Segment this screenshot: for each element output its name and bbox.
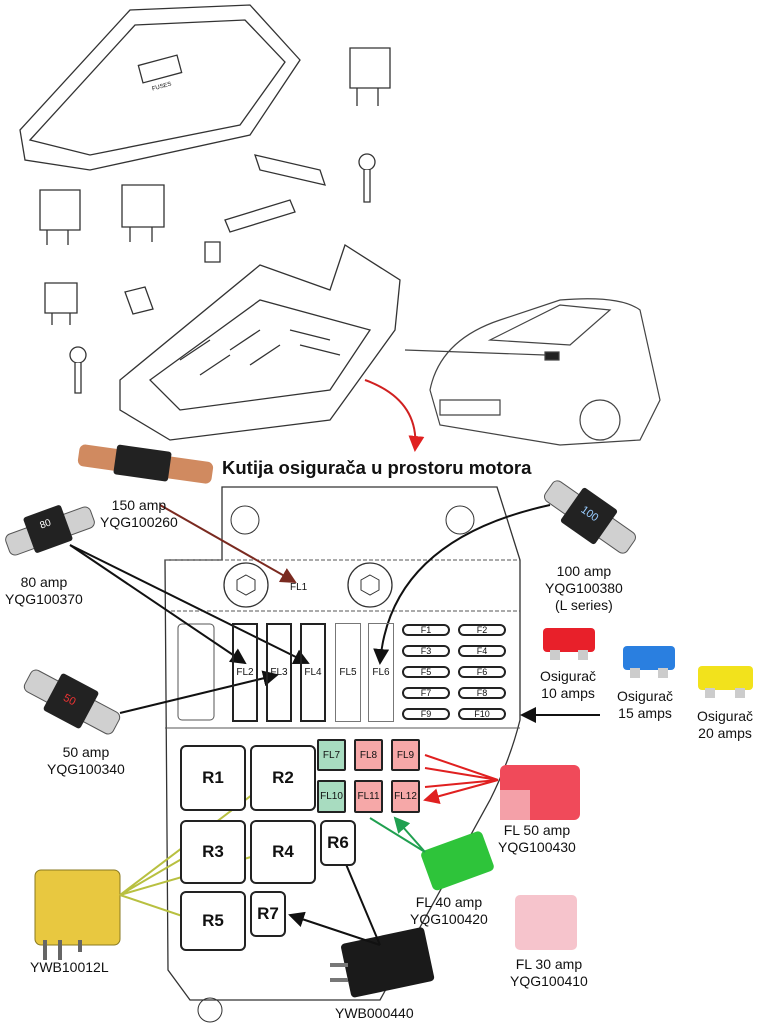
yellow-relay-image xyxy=(34,869,121,960)
fuse-80-rating: 80 amp xyxy=(20,574,68,590)
fuse-box-outline xyxy=(164,486,521,1001)
relay-r5: R5 xyxy=(180,891,246,951)
fuse-100-part-number: YQG100380 xyxy=(545,580,623,596)
mini-fuse-f10: F10 xyxy=(458,708,506,720)
blade-10-rating: 10 amps xyxy=(541,685,595,701)
cartridge-fl9: FL9 xyxy=(391,739,420,771)
fl40-rating: FL 40 amp xyxy=(415,894,483,910)
fuse-100-series: (L series) xyxy=(555,597,613,613)
blade-fuse-20-image xyxy=(698,666,753,698)
cartridge-fl7: FL7 xyxy=(317,739,346,771)
blade-15-rating: 15 amps xyxy=(618,705,672,721)
fl50-part-number: YQG100430 xyxy=(498,839,576,855)
relay-r6: R6 xyxy=(320,820,356,866)
mini-fuse-f2: F2 xyxy=(458,624,506,636)
cartridge-fl11: FL11 xyxy=(354,780,383,813)
fuse-80-part-number: YQG100370 xyxy=(5,591,83,607)
maxi-fuse-fl3: FL3 xyxy=(266,623,292,722)
blade-fuse-10-image xyxy=(543,628,595,660)
cartridge-fl10: FL10 xyxy=(317,780,346,813)
fl30-cartridge-image xyxy=(515,895,577,950)
fuse-80-image xyxy=(5,505,95,556)
fuse-150-rating: 150 amp xyxy=(111,497,167,513)
fuse-50-image xyxy=(23,669,121,735)
relay-r4: R4 xyxy=(250,820,316,884)
mini-fuse-f5: F5 xyxy=(402,666,450,678)
maxi-fuse-fl6: FL6 xyxy=(368,623,394,722)
maxi-fuse-fl2: FL2 xyxy=(232,623,258,722)
relay-r2: R2 xyxy=(250,745,316,811)
mini-fuse-f6: F6 xyxy=(458,666,506,678)
maxi-fuse-fl4: FL4 xyxy=(300,623,326,722)
car-drawing xyxy=(404,298,661,446)
cartridge-fl8: FL8 xyxy=(354,739,383,771)
mini-fuse-f9: F9 xyxy=(402,708,450,720)
blade-20-rating: 20 amps xyxy=(698,725,752,741)
black-relay-caption: YWB000440 xyxy=(335,1005,414,1021)
yellow-relay-caption: YWB10012L xyxy=(30,959,109,975)
blade-fuse-15-image xyxy=(623,646,675,678)
mini-fuse-f3: F3 xyxy=(402,645,450,657)
maxi-fuse-fl5: FL5 xyxy=(335,623,361,722)
mini-fuse-f4: F4 xyxy=(458,645,506,657)
mini-fuse-f1: F1 xyxy=(402,624,450,636)
relay-r1: R1 xyxy=(180,745,246,811)
mini-fuse-f7: F7 xyxy=(402,687,450,699)
fl50-cartridge-image xyxy=(500,765,580,820)
fl40-cartridge-image xyxy=(421,831,494,891)
blade-20-name: Osigurač xyxy=(697,708,754,724)
blade-10-name: Osigurač xyxy=(540,668,597,684)
relay-r7: R7 xyxy=(250,891,286,937)
fl40-part-number: YQG100420 xyxy=(410,911,488,927)
cartridge-fl12: FL12 xyxy=(391,780,420,813)
diagram-title: Kutija osigurača u prostoru motora xyxy=(222,457,532,478)
fl50-rating: FL 50 amp xyxy=(503,822,571,838)
fuse-50-rating: 50 amp xyxy=(62,744,110,760)
fuse-50-part-number: YQG100340 xyxy=(47,761,125,777)
fuse-100-image xyxy=(544,480,636,554)
fl1-label: FL1 xyxy=(290,582,308,593)
fl30-part-number: YQG100410 xyxy=(510,973,588,989)
blade-15-name: Osigurač xyxy=(617,688,674,704)
exploded-view-drawing xyxy=(19,4,401,441)
fl30-rating: FL 30 amp xyxy=(515,956,583,972)
mini-fuse-f8: F8 xyxy=(458,687,506,699)
fuse-100-rating: 100 amp xyxy=(556,563,612,579)
fuse-150-part-number: YQG100260 xyxy=(100,514,178,530)
relay-r3: R3 xyxy=(180,820,246,884)
black-relay-image xyxy=(330,927,435,998)
fuse-150-image xyxy=(77,444,214,484)
